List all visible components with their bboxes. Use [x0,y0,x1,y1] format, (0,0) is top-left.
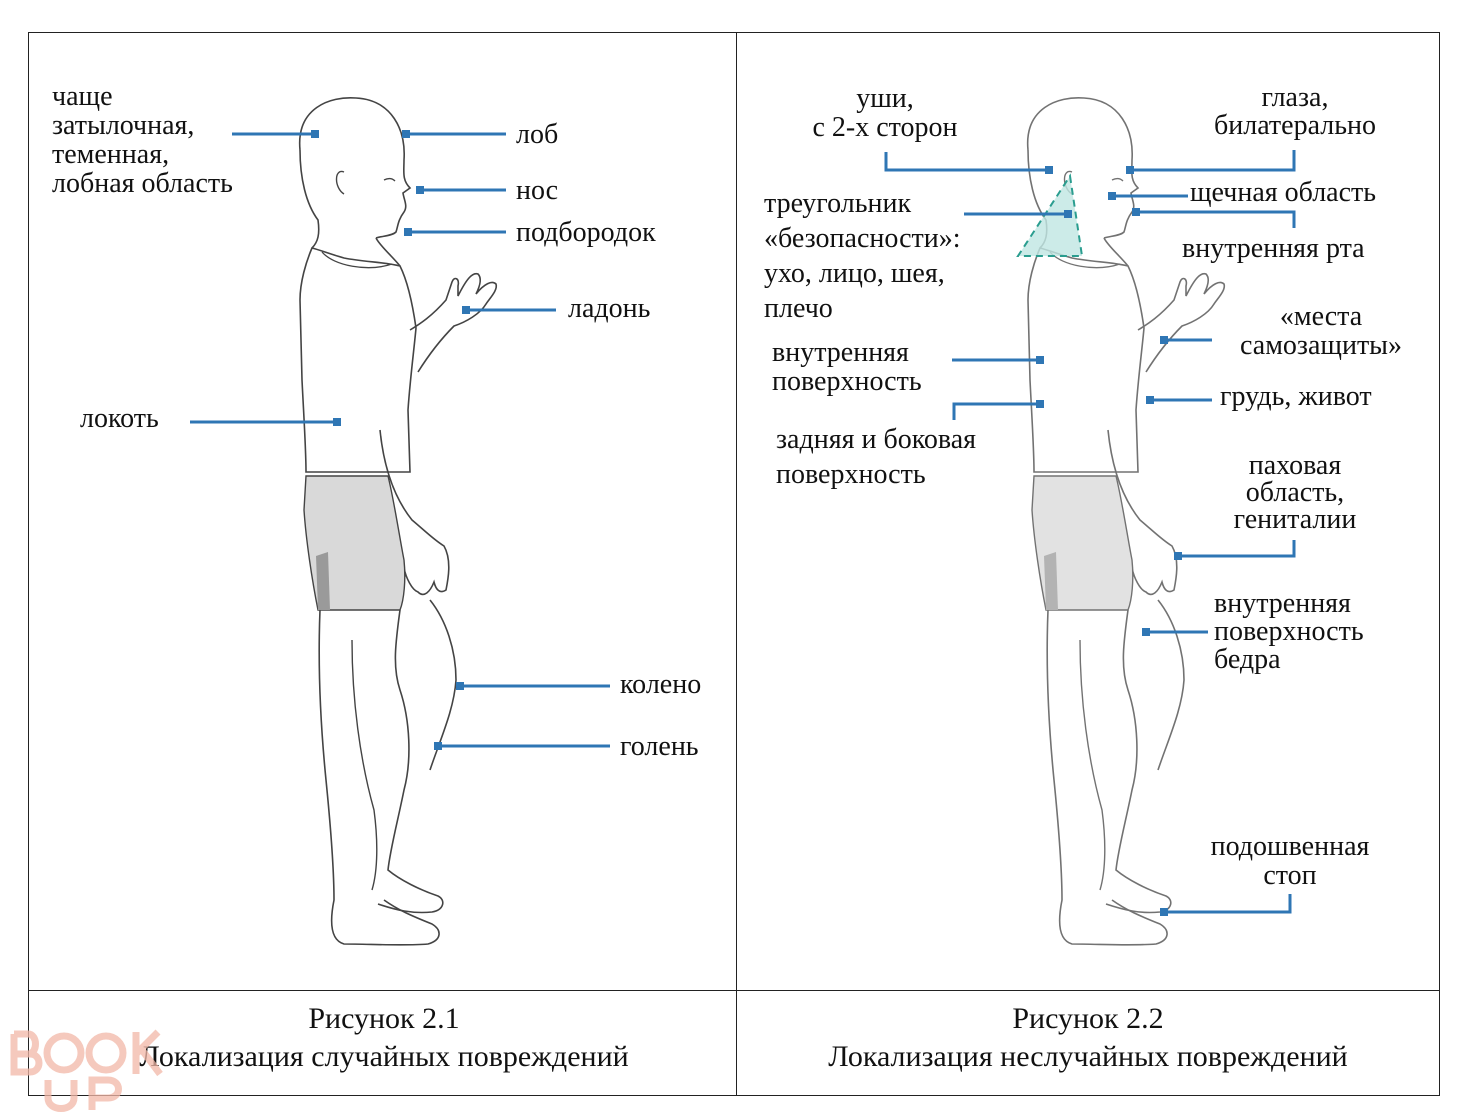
caption-figure-1: Рисунок 2.1 Локализация случайных повреж… [32,1000,736,1076]
label-ears: уши, с 2-х сторон [812,83,958,143]
label-inner-thigh: внутренняя поверхность бедра [1214,588,1364,675]
figure-frame [28,32,1440,1096]
caption-number-2: Рисунок 2.2 [1012,1002,1164,1035]
leader-lines-figure-1 [190,130,610,750]
bookup-watermark-logo [10,1029,163,1112]
label-safety-triangle: треугольник «безопасности»: ухо, лицо, ш… [764,188,961,324]
panel-divider [736,32,737,1096]
caption-figure-2: Рисунок 2.2 Локализация неслучайных повр… [736,1000,1440,1076]
label-self-defense: «места самозащиты» [1240,301,1402,361]
label-groin: паховая область, гениталии [1233,450,1357,535]
child-figure-1 [298,96,498,946]
label-inner-surface: внутренняя поверхность [772,337,922,397]
label-occipital: чаще затылочная, теменная, лобная област… [52,81,233,199]
label-forehead: лоб [516,119,559,150]
leader-lines-figure-2 [884,150,1296,916]
label-chest-abdomen: грудь, живот [1220,381,1372,412]
safety-triangle [1016,173,1084,257]
label-eyes: глаза, билатерально [1214,82,1376,141]
label-chin: подбородок [516,217,656,248]
label-sole: подошвенная стоп [1210,831,1370,891]
caption-title-1: Локализация случайных повреждений [139,1040,629,1073]
label-shin: голень [620,731,699,762]
label-knee: колено [620,669,702,700]
caption-title-2: Локализация неслучайных повреждений [828,1040,1348,1073]
label-mouth: внутренняя рта [1182,233,1365,264]
caption-divider [28,990,1440,991]
label-back-side: задняя и боковая поверхность [776,424,977,490]
label-nose: нос [516,175,559,206]
caption-number-1: Рисунок 2.1 [308,1002,460,1035]
label-palm: ладонь [568,293,651,324]
label-elbow: локоть [80,403,159,434]
label-cheek: щечная область [1190,177,1377,208]
